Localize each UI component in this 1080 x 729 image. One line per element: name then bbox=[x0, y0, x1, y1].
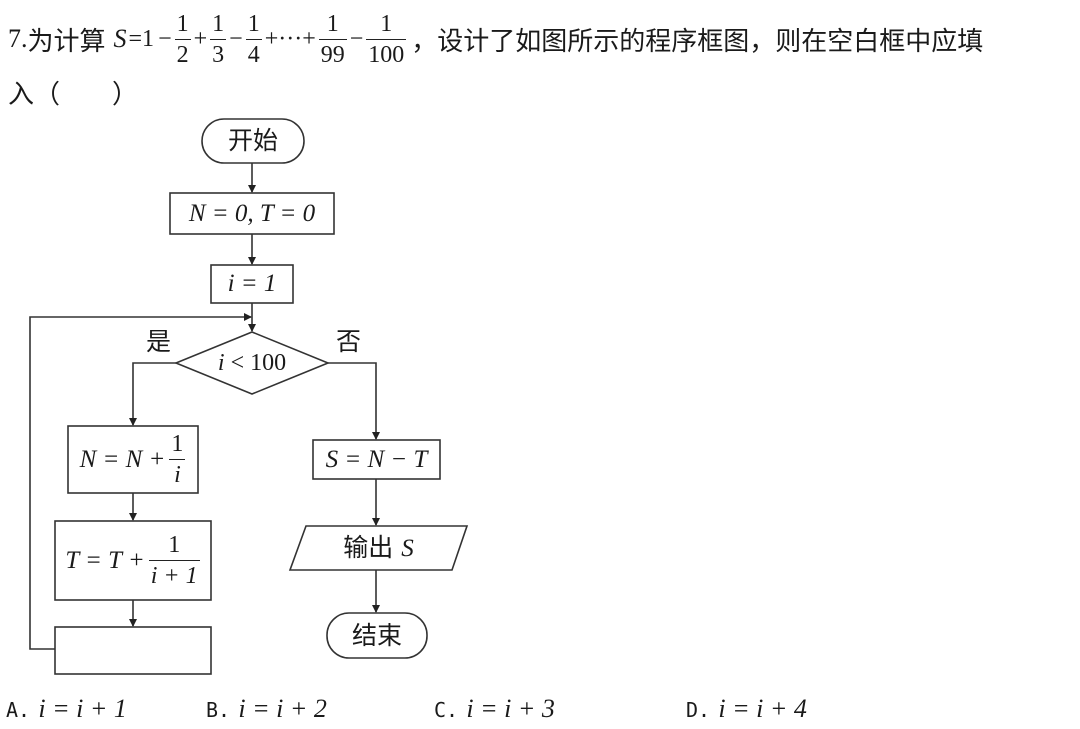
step-t-label: T = T + 1 i + 1 bbox=[55, 521, 211, 600]
option-c[interactable]: C. i = i + 3 bbox=[434, 694, 555, 724]
step-t-fraction: 1 i + 1 bbox=[148, 533, 200, 589]
frac-den: i bbox=[174, 462, 181, 488]
frac-den: 99 bbox=[320, 41, 345, 68]
frac-num: 1 bbox=[169, 432, 186, 460]
equals-one: =1 bbox=[128, 25, 155, 52]
frac-num: 1 bbox=[245, 12, 262, 40]
flow-line-no bbox=[328, 362, 380, 440]
blank-answer-box bbox=[54, 626, 212, 675]
option-d[interactable]: D. i = i + 4 bbox=[686, 694, 807, 724]
step-t-lhs: T = T + bbox=[65, 546, 145, 574]
step-n-label: N = N + 1 i bbox=[68, 426, 198, 493]
step-n-lhs: N = N + bbox=[79, 445, 166, 473]
option-expr: i = i + 4 bbox=[718, 694, 807, 723]
option-label: B. bbox=[206, 698, 231, 722]
step-n-fraction: 1 i bbox=[169, 432, 186, 488]
option-b[interactable]: B. i = i + 2 bbox=[206, 694, 327, 724]
frac-den: 3 bbox=[212, 41, 225, 68]
blank-box-content bbox=[55, 627, 211, 674]
init-process-box bbox=[169, 192, 335, 235]
yes-label: 是 bbox=[146, 327, 172, 356]
question-tail: ，设计了如图所示的程序框图，则在空白框中应填 bbox=[411, 26, 984, 57]
option-label: C. bbox=[434, 698, 459, 722]
ellipsis-terms: +···+ bbox=[264, 25, 316, 52]
condition-rest: < 100 bbox=[230, 350, 287, 376]
loop-back-line bbox=[29, 313, 252, 650]
sum-variable: S bbox=[113, 24, 127, 53]
result-label: S = N − T bbox=[325, 446, 428, 473]
start-label: 开始 bbox=[227, 126, 278, 155]
frac-num: 1 bbox=[174, 12, 191, 40]
option-label: A. bbox=[6, 698, 31, 722]
question-line-2: 入（ ） bbox=[8, 80, 139, 110]
output-text: 输出 bbox=[343, 533, 394, 562]
option-a[interactable]: A. i = i + 1 bbox=[6, 694, 127, 724]
option-expr: i = i + 1 bbox=[38, 694, 127, 723]
output-var: S bbox=[401, 535, 414, 562]
frac-num: 1 bbox=[366, 12, 407, 40]
flow-line-yes bbox=[129, 362, 176, 426]
question-number: 7. bbox=[8, 24, 28, 53]
frac-num: 1 bbox=[210, 12, 227, 40]
frac-den: 100 bbox=[368, 41, 405, 68]
start-terminal bbox=[201, 118, 305, 164]
frac-den: 4 bbox=[247, 41, 260, 68]
condition-label: i < 100 bbox=[176, 332, 328, 394]
end-label: 结束 bbox=[351, 621, 402, 650]
end-terminal bbox=[326, 612, 428, 659]
no-label: 否 bbox=[336, 327, 362, 356]
output-parallelogram bbox=[288, 525, 469, 571]
minus-sign: − bbox=[349, 25, 364, 52]
frac-num: 1 bbox=[318, 12, 347, 40]
question-lead: 为计算 bbox=[27, 26, 106, 57]
option-expr: i = i + 2 bbox=[238, 694, 327, 723]
init-label: N = 0, T = 0 bbox=[188, 200, 316, 227]
plus-sign: + bbox=[193, 25, 208, 52]
option-label: D. bbox=[686, 698, 711, 722]
condition-var: i bbox=[217, 350, 225, 376]
decision-diamond bbox=[173, 331, 331, 395]
frac-den: i + 1 bbox=[150, 563, 198, 589]
init-i-label: i = 1 bbox=[227, 270, 277, 297]
frac-den: 2 bbox=[176, 41, 189, 68]
output-label: 输出 S bbox=[290, 526, 467, 570]
frac-num: 1 bbox=[148, 533, 200, 561]
minus-sign: − bbox=[158, 25, 172, 52]
minus-sign: − bbox=[229, 25, 243, 52]
option-expr: i = i + 3 bbox=[466, 694, 555, 723]
